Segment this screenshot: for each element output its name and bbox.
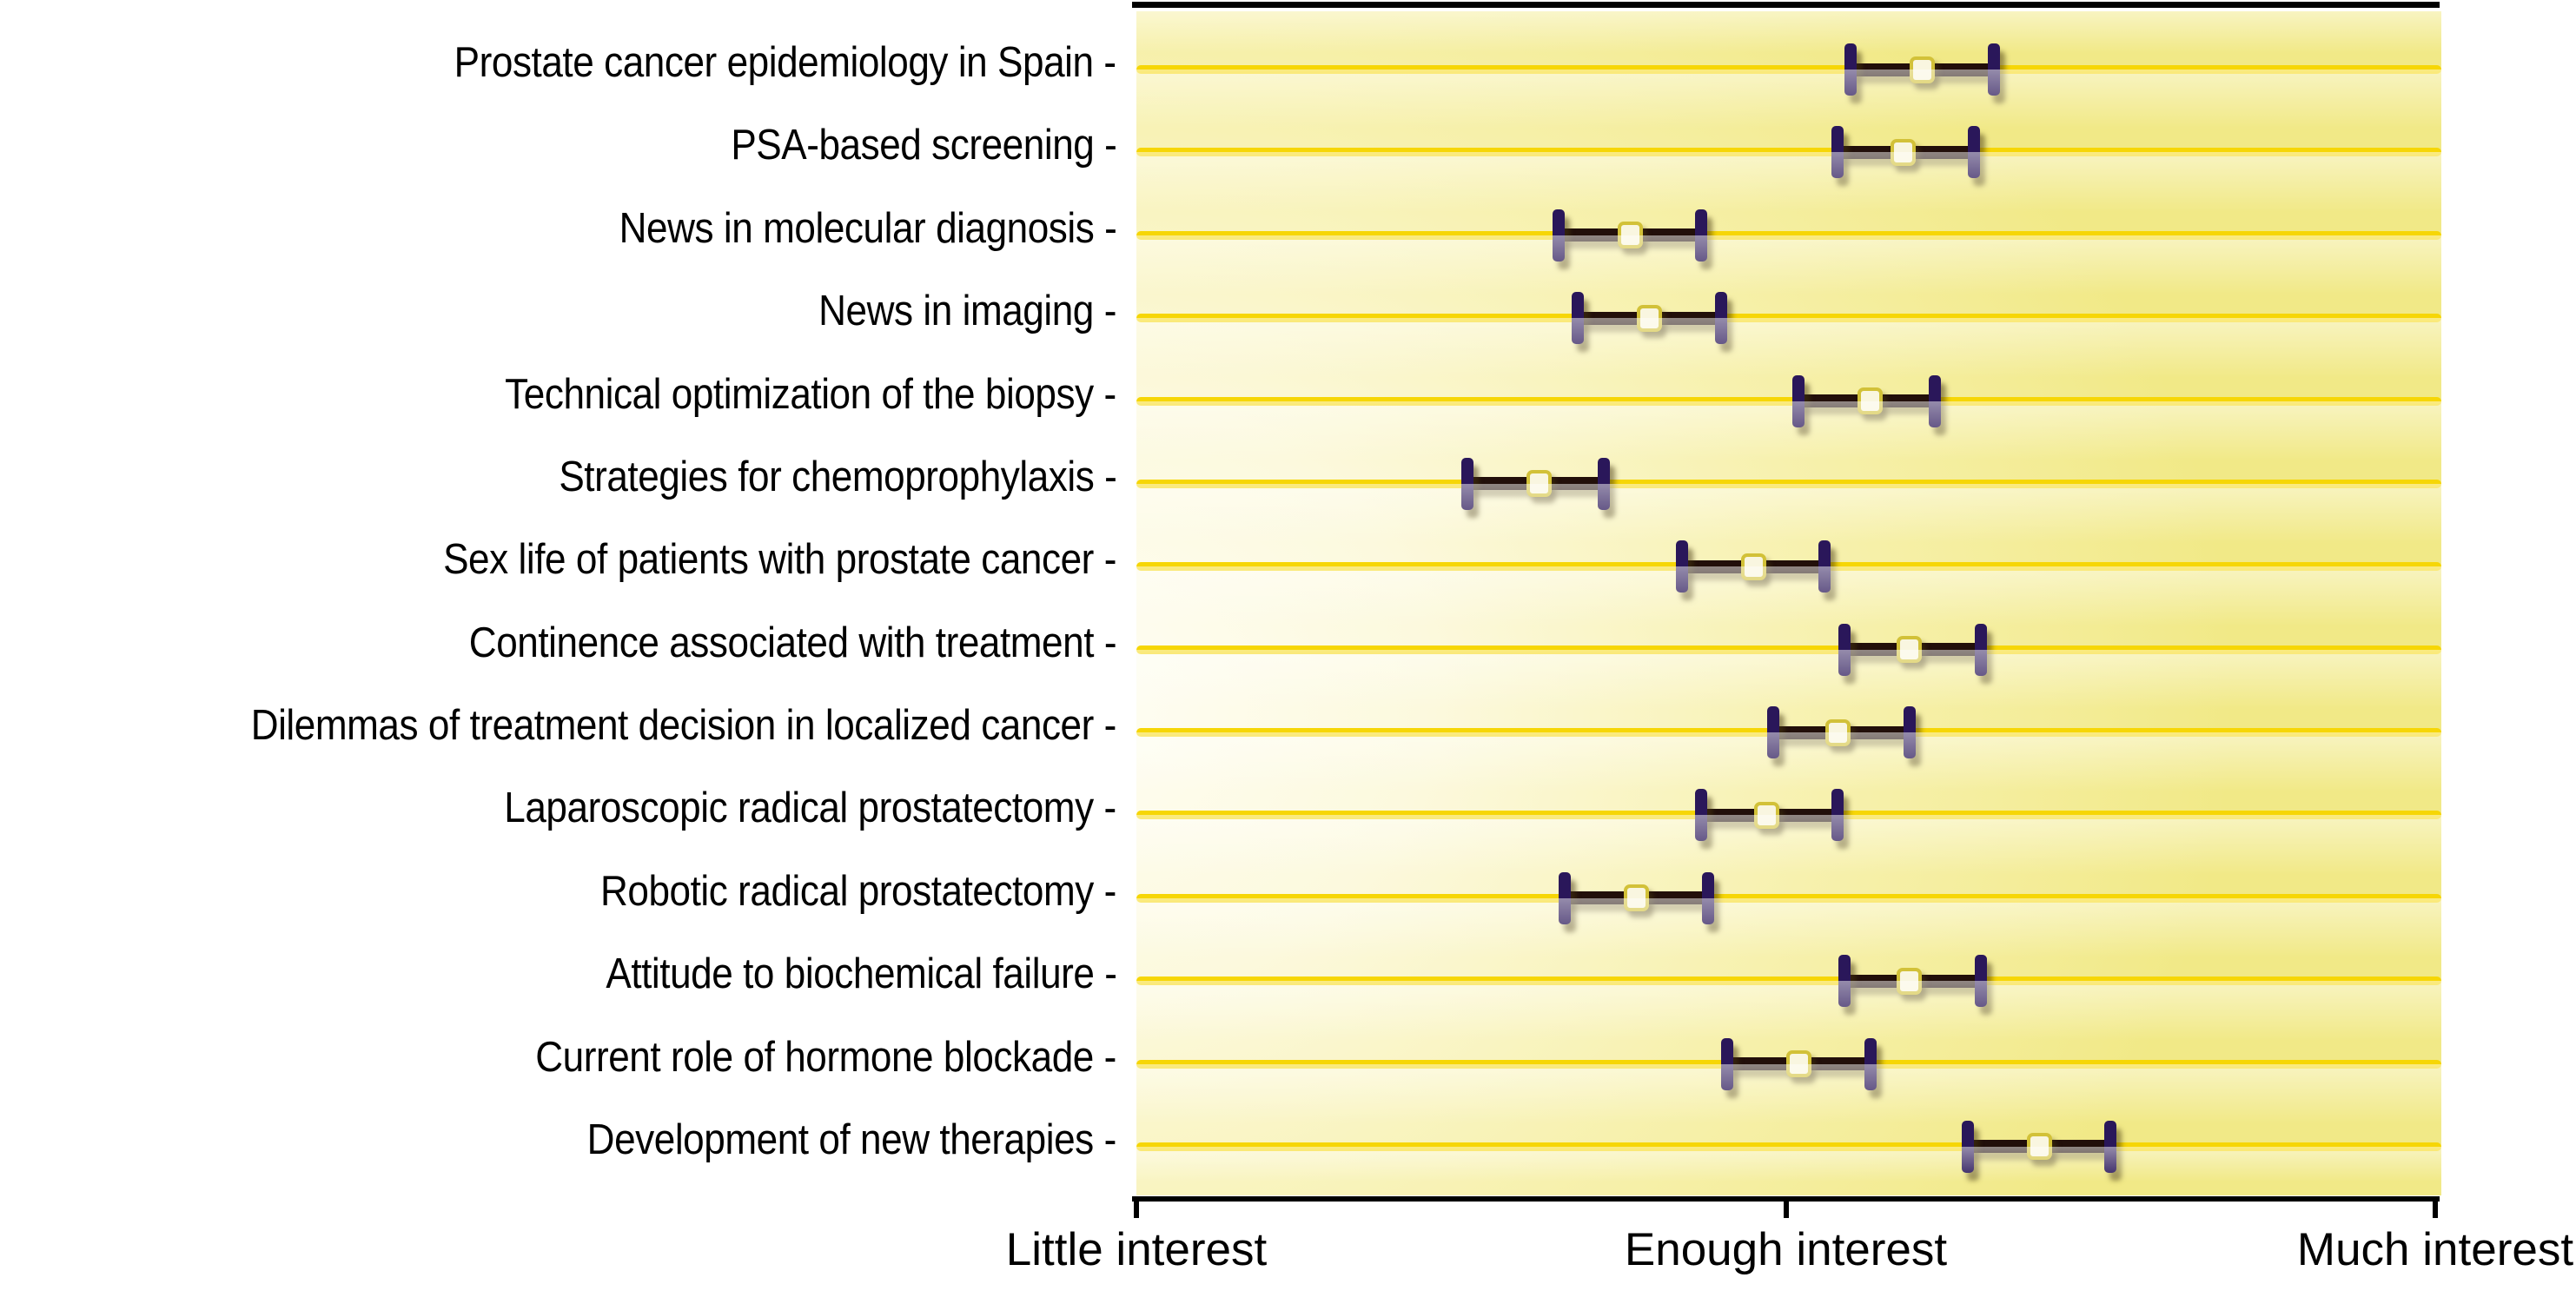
- category-name: Dilemmas of treatment decision in locali…: [250, 702, 1095, 750]
- x-axis-tick-label: Little interest: [1005, 1224, 1268, 1275]
- x-axis-line: [1132, 1196, 2440, 1202]
- category-label: Dilemmas of treatment decision in locali…: [0, 695, 1117, 756]
- category-tick-dash: -: [1093, 785, 1117, 832]
- x-axis-tick: [1134, 1202, 1139, 1218]
- x-axis-tick-label: Much interest: [2296, 1224, 2574, 1275]
- category-name: Attitude to biochemical failure: [605, 950, 1095, 998]
- category-label-text: Technical optimization of the biopsy -: [505, 364, 1116, 425]
- category-name: PSA-based screening: [730, 122, 1094, 169]
- row-band: [1136, 318, 2441, 401]
- row-band: [1136, 401, 2441, 484]
- category-tick-dash: -: [1093, 288, 1117, 335]
- category-name: Continence associated with treatment: [468, 619, 1095, 666]
- category-label-text: Continence associated with treatment -: [468, 612, 1117, 673]
- category-label: Laparoscopic radical prostatectomy -: [0, 778, 1117, 838]
- category-label: Attitude to biochemical failure -: [0, 943, 1117, 1004]
- x-axis-tick-label: Enough interest: [1624, 1224, 1948, 1275]
- category-tick-dash: -: [1093, 453, 1117, 500]
- category-tick-dash: -: [1093, 39, 1117, 86]
- category-label-text: PSA-based screening -: [730, 115, 1117, 175]
- category-label-text: Attitude to biochemical failure -: [605, 943, 1117, 1004]
- category-tick-dash: -: [1093, 204, 1117, 252]
- category-tick-dash: -: [1093, 702, 1117, 750]
- category-label: Technical optimization of the biopsy -: [0, 364, 1116, 425]
- row-band: [1136, 897, 2441, 982]
- category-name: Strategies for chemoprophylaxis: [558, 453, 1094, 500]
- category-name: Robotic radical prostatectomy: [600, 867, 1094, 915]
- row-band: [1136, 235, 2441, 319]
- category-tick-dash: -: [1093, 867, 1117, 915]
- category-label: Development of new therapies -: [0, 1109, 1117, 1170]
- category-name: Development of new therapies: [586, 1116, 1095, 1163]
- category-label-text: Laparoscopic radical prostatectomy -: [504, 778, 1117, 838]
- category-label: PSA-based screening -: [0, 115, 1117, 175]
- category-tick-dash: -: [1093, 370, 1117, 418]
- category-label-text: Strategies for chemoprophylaxis -: [558, 447, 1117, 507]
- row-band: [1136, 483, 2441, 567]
- category-name: Prostate cancer epidemiology in Spain: [454, 39, 1094, 86]
- category-tick-dash: -: [1093, 122, 1117, 169]
- row-band: [1136, 815, 2441, 898]
- category-tick-dash: -: [1093, 619, 1117, 666]
- row-band: [1136, 649, 2441, 733]
- category-name: Sex life of patients with prostate cance…: [443, 536, 1094, 584]
- category-label-text: Sex life of patients with prostate cance…: [443, 529, 1116, 590]
- category-name: Current role of hormone blockade: [535, 1033, 1094, 1081]
- category-name: News in imaging: [818, 288, 1094, 335]
- category-label-text: News in imaging -: [818, 281, 1116, 341]
- category-label: News in imaging -: [0, 281, 1116, 341]
- category-label: Current role of hormone blockade -: [0, 1027, 1116, 1088]
- category-name: News in molecular diagnosis: [619, 204, 1094, 252]
- row-band: [1136, 981, 2441, 1064]
- category-tick-dash: -: [1093, 1033, 1117, 1081]
- category-label: Robotic radical prostatectomy -: [0, 861, 1116, 922]
- plot-top-border: [1132, 2, 2440, 8]
- row-band: [1136, 152, 2441, 235]
- row-band: [1136, 1063, 2441, 1147]
- category-label: Strategies for chemoprophylaxis -: [0, 447, 1117, 507]
- category-label-text: Dilemmas of treatment decision in locali…: [250, 695, 1117, 756]
- category-label: Sex life of patients with prostate cance…: [0, 529, 1116, 590]
- category-name: Laparoscopic radical prostatectomy: [504, 785, 1095, 832]
- row-band: [1136, 70, 2441, 153]
- row-band: [1136, 1146, 2441, 1195]
- category-label: Prostate cancer epidemiology in Spain -: [0, 32, 1116, 93]
- category-label-text: Current role of hormone blockade -: [535, 1027, 1116, 1088]
- row-band: [1136, 566, 2441, 650]
- row-band: [1136, 11, 2441, 70]
- category-label-text: Development of new therapies -: [586, 1109, 1117, 1170]
- category-label-text: Prostate cancer epidemiology in Spain -: [454, 32, 1116, 93]
- category-label: News in molecular diagnosis -: [0, 198, 1116, 259]
- category-label: Continence associated with treatment -: [0, 612, 1117, 673]
- category-label-text: Robotic radical prostatectomy -: [600, 861, 1116, 922]
- category-tick-dash: -: [1093, 950, 1117, 998]
- category-tick-dash: -: [1093, 1116, 1117, 1163]
- category-label-text: News in molecular diagnosis -: [619, 198, 1116, 259]
- row-band: [1136, 732, 2441, 816]
- x-axis-tick: [1783, 1202, 1789, 1218]
- category-tick-dash: -: [1093, 536, 1117, 584]
- x-axis-tick: [2433, 1202, 2438, 1218]
- category-name: Technical optimization of the biopsy: [505, 370, 1094, 418]
